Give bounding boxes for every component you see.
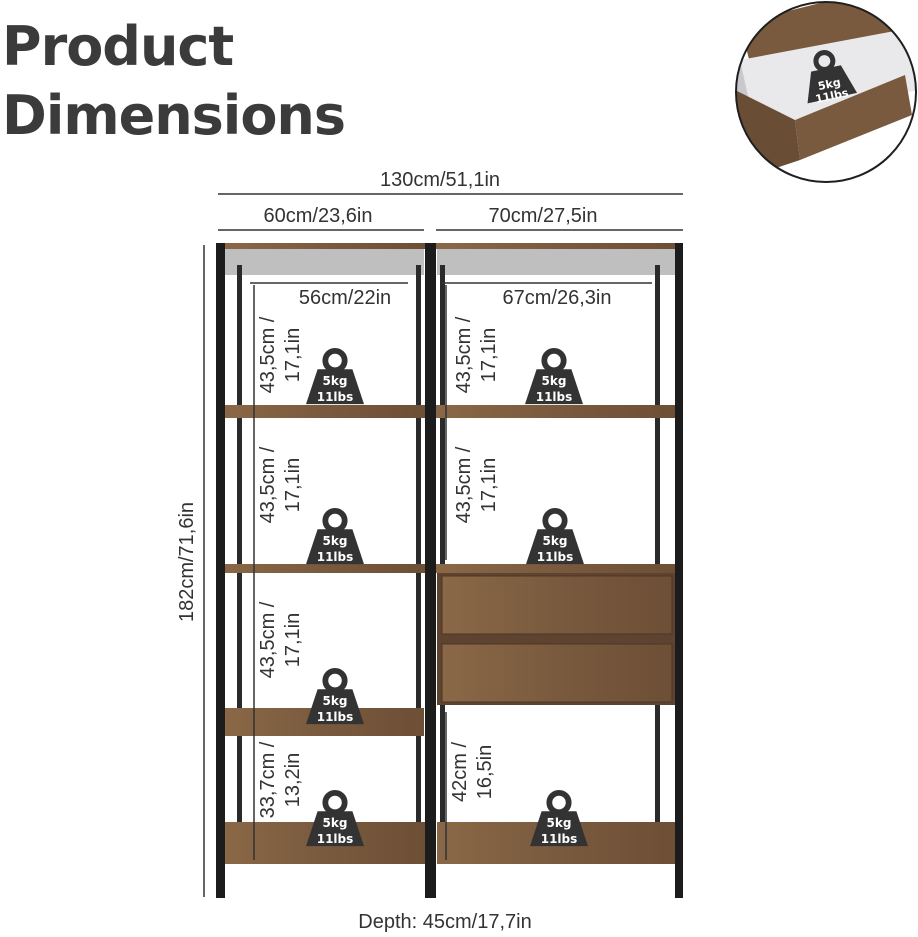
- shelf-left-1: [222, 405, 427, 418]
- svg-text:17,1in: 17,1in: [478, 458, 500, 513]
- svg-text:5kg: 5kg: [542, 374, 567, 388]
- shelf-right-1: [436, 405, 677, 418]
- total-width-label: 130cm/51,1in: [380, 169, 500, 191]
- inner-width-dimensions: 56cm/22in 67cm/26,3in: [250, 282, 652, 309]
- svg-text:42cm /: 42cm /: [449, 742, 471, 802]
- svg-text:11lbs: 11lbs: [536, 390, 573, 404]
- compartment-height-lines: [253, 285, 447, 860]
- depth-label: Depth: 45cm/17,7in: [358, 911, 531, 933]
- inner-left-width-label: 56cm/22in: [299, 287, 391, 309]
- drawer-top[interactable]: [441, 575, 673, 635]
- frame-post-left: [216, 243, 225, 898]
- weight-icon: 5kg 11lbs: [525, 351, 583, 404]
- compartment-left-4: 33,7cm / 13,2in: [257, 741, 304, 818]
- compartment-left-1: 43,5cm / 17,1in: [257, 316, 304, 393]
- svg-text:5kg: 5kg: [543, 534, 568, 548]
- title-line-2: Dimensions: [2, 84, 346, 147]
- svg-text:17,1in: 17,1in: [282, 328, 304, 383]
- shelf-right-2: [434, 564, 682, 573]
- svg-text:16,5in: 16,5in: [474, 745, 496, 800]
- svg-text:5kg: 5kg: [547, 816, 572, 830]
- weight-icon: 5kg 11lbs: [530, 793, 588, 846]
- weight-icon: 5kg 11lbs: [526, 511, 584, 564]
- height-label: 182cm/71,6in: [176, 502, 198, 622]
- svg-text:11lbs: 11lbs: [317, 832, 354, 846]
- svg-text:43,5cm /: 43,5cm /: [257, 446, 279, 523]
- svg-text:33,7cm /: 33,7cm /: [257, 741, 279, 818]
- svg-text:17,1in: 17,1in: [478, 328, 500, 383]
- drawer-front: [795, 75, 912, 160]
- inner-right-width-label: 67cm/26,3in: [503, 287, 612, 309]
- compartment-right-2: 43,5cm / 17,1in: [453, 446, 500, 523]
- weight-badges: 5kg 11lbs 5kg 11lbs 5kg 11lbs 5kg 11lbs …: [306, 351, 588, 846]
- weight-icon: 5kg 11lbs: [306, 511, 364, 564]
- compartment-left-2: 43,5cm / 17,1in: [257, 446, 304, 523]
- left-width-label: 60cm/23,6in: [264, 205, 373, 227]
- height-dimension: 182cm/71,6in: [176, 245, 205, 897]
- frame-post-center: [425, 243, 436, 898]
- shelf-top-left: [220, 243, 426, 249]
- svg-text:11lbs: 11lbs: [537, 550, 574, 564]
- svg-text:5kg: 5kg: [323, 816, 348, 830]
- shelf-top-right: [434, 243, 682, 249]
- compartment-labels: 43,5cm / 17,1in 43,5cm / 17,1in 43,5cm /…: [257, 316, 500, 818]
- page-title: Product Dimensions: [2, 12, 346, 150]
- svg-text:5kg: 5kg: [323, 374, 348, 388]
- svg-text:43,5cm /: 43,5cm /: [257, 601, 279, 678]
- drawer-bottom[interactable]: [441, 643, 673, 703]
- inset-border: [735, 1, 917, 183]
- frame-post-right: [675, 243, 683, 898]
- shelf-left-2: [216, 564, 428, 573]
- weight-icon: 5kg 11lbs: [306, 671, 364, 724]
- svg-text:43,5cm /: 43,5cm /: [257, 316, 279, 393]
- width-dimensions: 130cm/51,1in 60cm/23,6in 70cm/27,5in: [218, 169, 683, 231]
- inset-weight-kg: 5kg: [817, 76, 842, 93]
- right-width-label: 70cm/27,5in: [489, 205, 598, 227]
- svg-text:5kg: 5kg: [323, 534, 348, 548]
- title-line-1: Product: [2, 15, 234, 78]
- compartment-right-3: 42cm / 16,5in: [449, 742, 496, 802]
- svg-text:43,5cm /: 43,5cm /: [453, 316, 475, 393]
- weight-icon: 5kg 11lbs: [306, 793, 364, 846]
- svg-text:5kg: 5kg: [323, 694, 348, 708]
- shelving-unit: [216, 243, 683, 898]
- svg-text:11lbs: 11lbs: [317, 550, 354, 564]
- svg-text:13,2in: 13,2in: [282, 753, 304, 808]
- compartment-right-1: 43,5cm / 17,1in: [453, 316, 500, 393]
- svg-text:17,1in: 17,1in: [282, 613, 304, 668]
- svg-text:11lbs: 11lbs: [541, 832, 578, 846]
- weight-icon: 5kg 11lbs: [306, 351, 364, 404]
- svg-text:43,5cm /: 43,5cm /: [453, 446, 475, 523]
- svg-text:11lbs: 11lbs: [317, 390, 354, 404]
- svg-text:11lbs: 11lbs: [317, 710, 354, 724]
- drawer-detail-inset: 5kg 11lbs: [735, 1, 917, 183]
- compartment-left-3: 43,5cm / 17,1in: [257, 601, 304, 678]
- svg-text:17,1in: 17,1in: [282, 458, 304, 513]
